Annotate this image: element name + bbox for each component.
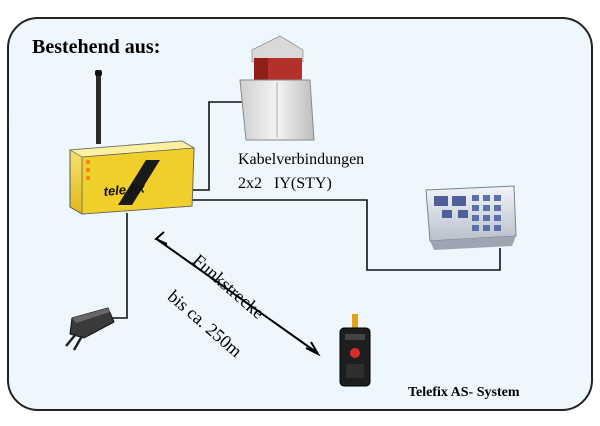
remote-control-icon	[339, 314, 371, 387]
cable-label-line2: 2x2 IY(STY)	[238, 175, 332, 192]
diagram-panel	[7, 17, 593, 411]
double-arrow-icon	[154, 231, 321, 357]
power-plug-icon	[65, 307, 115, 351]
system-caption: Telefix AS- System	[408, 385, 520, 400]
telefix-main-unit: tele fix	[68, 140, 196, 215]
status-led-icon	[86, 160, 90, 164]
cable-lines	[110, 101, 501, 319]
status-led-icon	[86, 176, 90, 180]
keypad-icon	[425, 185, 517, 250]
diagram-title: Bestehend aus:	[32, 36, 161, 58]
device-brand-text: tele fix	[103, 180, 146, 199]
remote-button-icon	[350, 348, 360, 358]
antenna-icon	[95, 70, 102, 144]
cable-label-line1: Kabelverbindungen	[238, 151, 365, 168]
status-led-icon	[86, 168, 90, 172]
siren-icon	[239, 35, 315, 141]
